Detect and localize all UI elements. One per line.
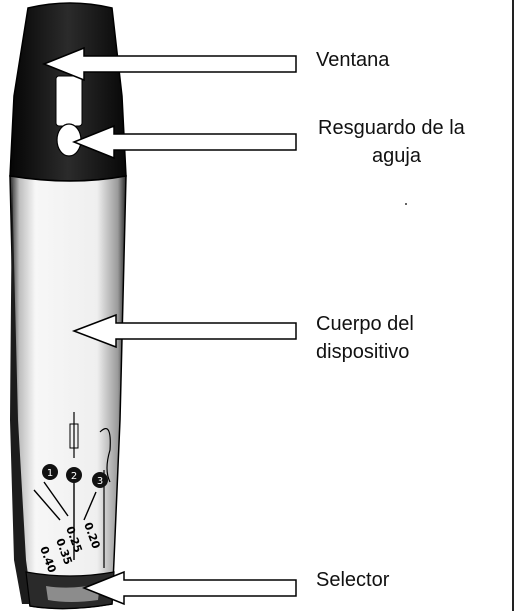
dial-number-circle-3 <box>92 472 108 488</box>
body-label: Cuerpo del dispositivo <box>316 310 414 366</box>
window-arrow <box>41 46 297 82</box>
page-border <box>512 0 514 611</box>
dial-number-2: 2 <box>71 471 77 482</box>
body-label-line1: Cuerpo del <box>316 313 414 335</box>
body-arrow <box>71 313 297 349</box>
selector-label: Selector <box>316 566 389 594</box>
window-label: Ventana <box>316 46 389 74</box>
stray-dot <box>405 203 407 205</box>
selector-arrow <box>81 570 297 606</box>
window-label-text: Ventana <box>316 49 390 71</box>
dial-number-3: 3 <box>97 476 103 487</box>
body-label-line2: dispositivo <box>316 341 410 363</box>
needle-guard-label-line2: aguja <box>372 145 421 167</box>
needle-guard-label: Resguardo de la aguja <box>318 114 465 170</box>
dial-number-1: 1 <box>47 468 53 479</box>
selector-label-text: Selector <box>316 569 390 591</box>
dial-number-circle-2 <box>66 467 82 483</box>
device-window <box>55 75 83 127</box>
needle-guard-label-line1: Resguardo de la <box>318 117 465 139</box>
dial-number-circle-1 <box>42 464 58 480</box>
body-shadow <box>10 182 32 604</box>
needle-guard-arrow <box>71 124 297 160</box>
